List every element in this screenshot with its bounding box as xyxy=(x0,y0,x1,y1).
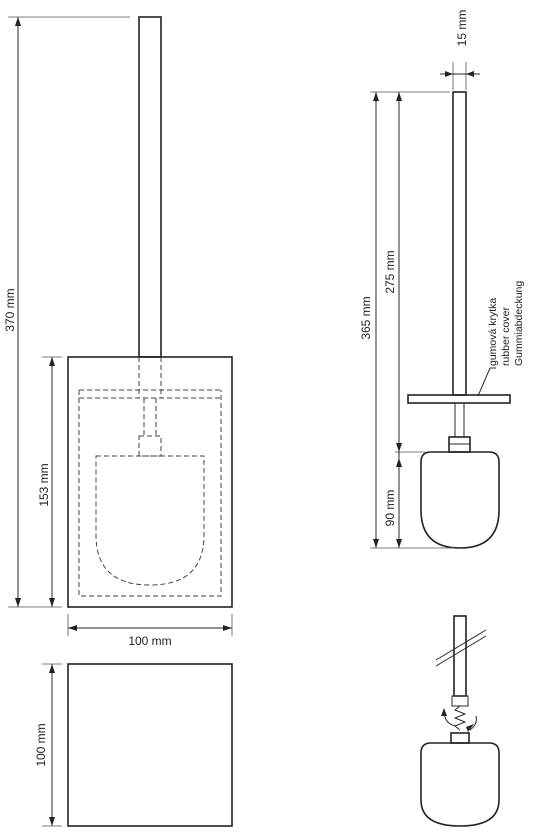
dim-153: 153 mm xyxy=(37,463,51,506)
dim-15: 15 mm xyxy=(455,10,469,47)
label-rubber-cover-de: Gummiabdeckung xyxy=(513,281,525,366)
detail-handle xyxy=(453,615,467,697)
hidden-brush-head xyxy=(95,455,205,586)
brush-side-view: 15 mm 365 mm 275 mm 90 mm gumová krytka … xyxy=(359,10,525,549)
brush-head xyxy=(420,451,500,549)
dim-275: 275 mm xyxy=(383,250,397,293)
dim-100-width: 100 mm xyxy=(128,634,171,648)
break-line-1 xyxy=(435,629,487,661)
hidden-neck xyxy=(143,398,157,436)
label-rubber-cover-cz: gumová krytka xyxy=(487,298,499,366)
hidden-handle xyxy=(138,357,162,398)
break-line-2 xyxy=(435,635,487,667)
assembly-detail xyxy=(420,615,500,827)
screw-thread-icon xyxy=(453,705,467,731)
dim-365: 365 mm xyxy=(359,296,373,339)
brush-handle xyxy=(452,91,467,396)
detail-brush-head xyxy=(420,742,500,827)
front-handle xyxy=(138,16,162,358)
brush-stem xyxy=(454,402,465,438)
detail-connector xyxy=(451,695,469,707)
hidden-connector xyxy=(138,435,162,457)
dim-90: 90 mm xyxy=(383,490,397,527)
holder-body xyxy=(67,356,233,608)
top-view: 100 mm xyxy=(34,663,233,827)
dim-370: 370 mm xyxy=(3,288,17,331)
label-rubber-cover-en: rubber cover xyxy=(500,307,512,366)
rubber-cover xyxy=(407,394,511,404)
rubber-cover-leader xyxy=(477,367,496,397)
front-view: 370 mm 153 mm 100 mm xyxy=(3,16,233,648)
dim-100-depth: 100 mm xyxy=(34,723,48,766)
hidden-inner-container xyxy=(78,390,222,597)
holder-top-square xyxy=(67,663,233,827)
detail-socket xyxy=(450,732,470,744)
